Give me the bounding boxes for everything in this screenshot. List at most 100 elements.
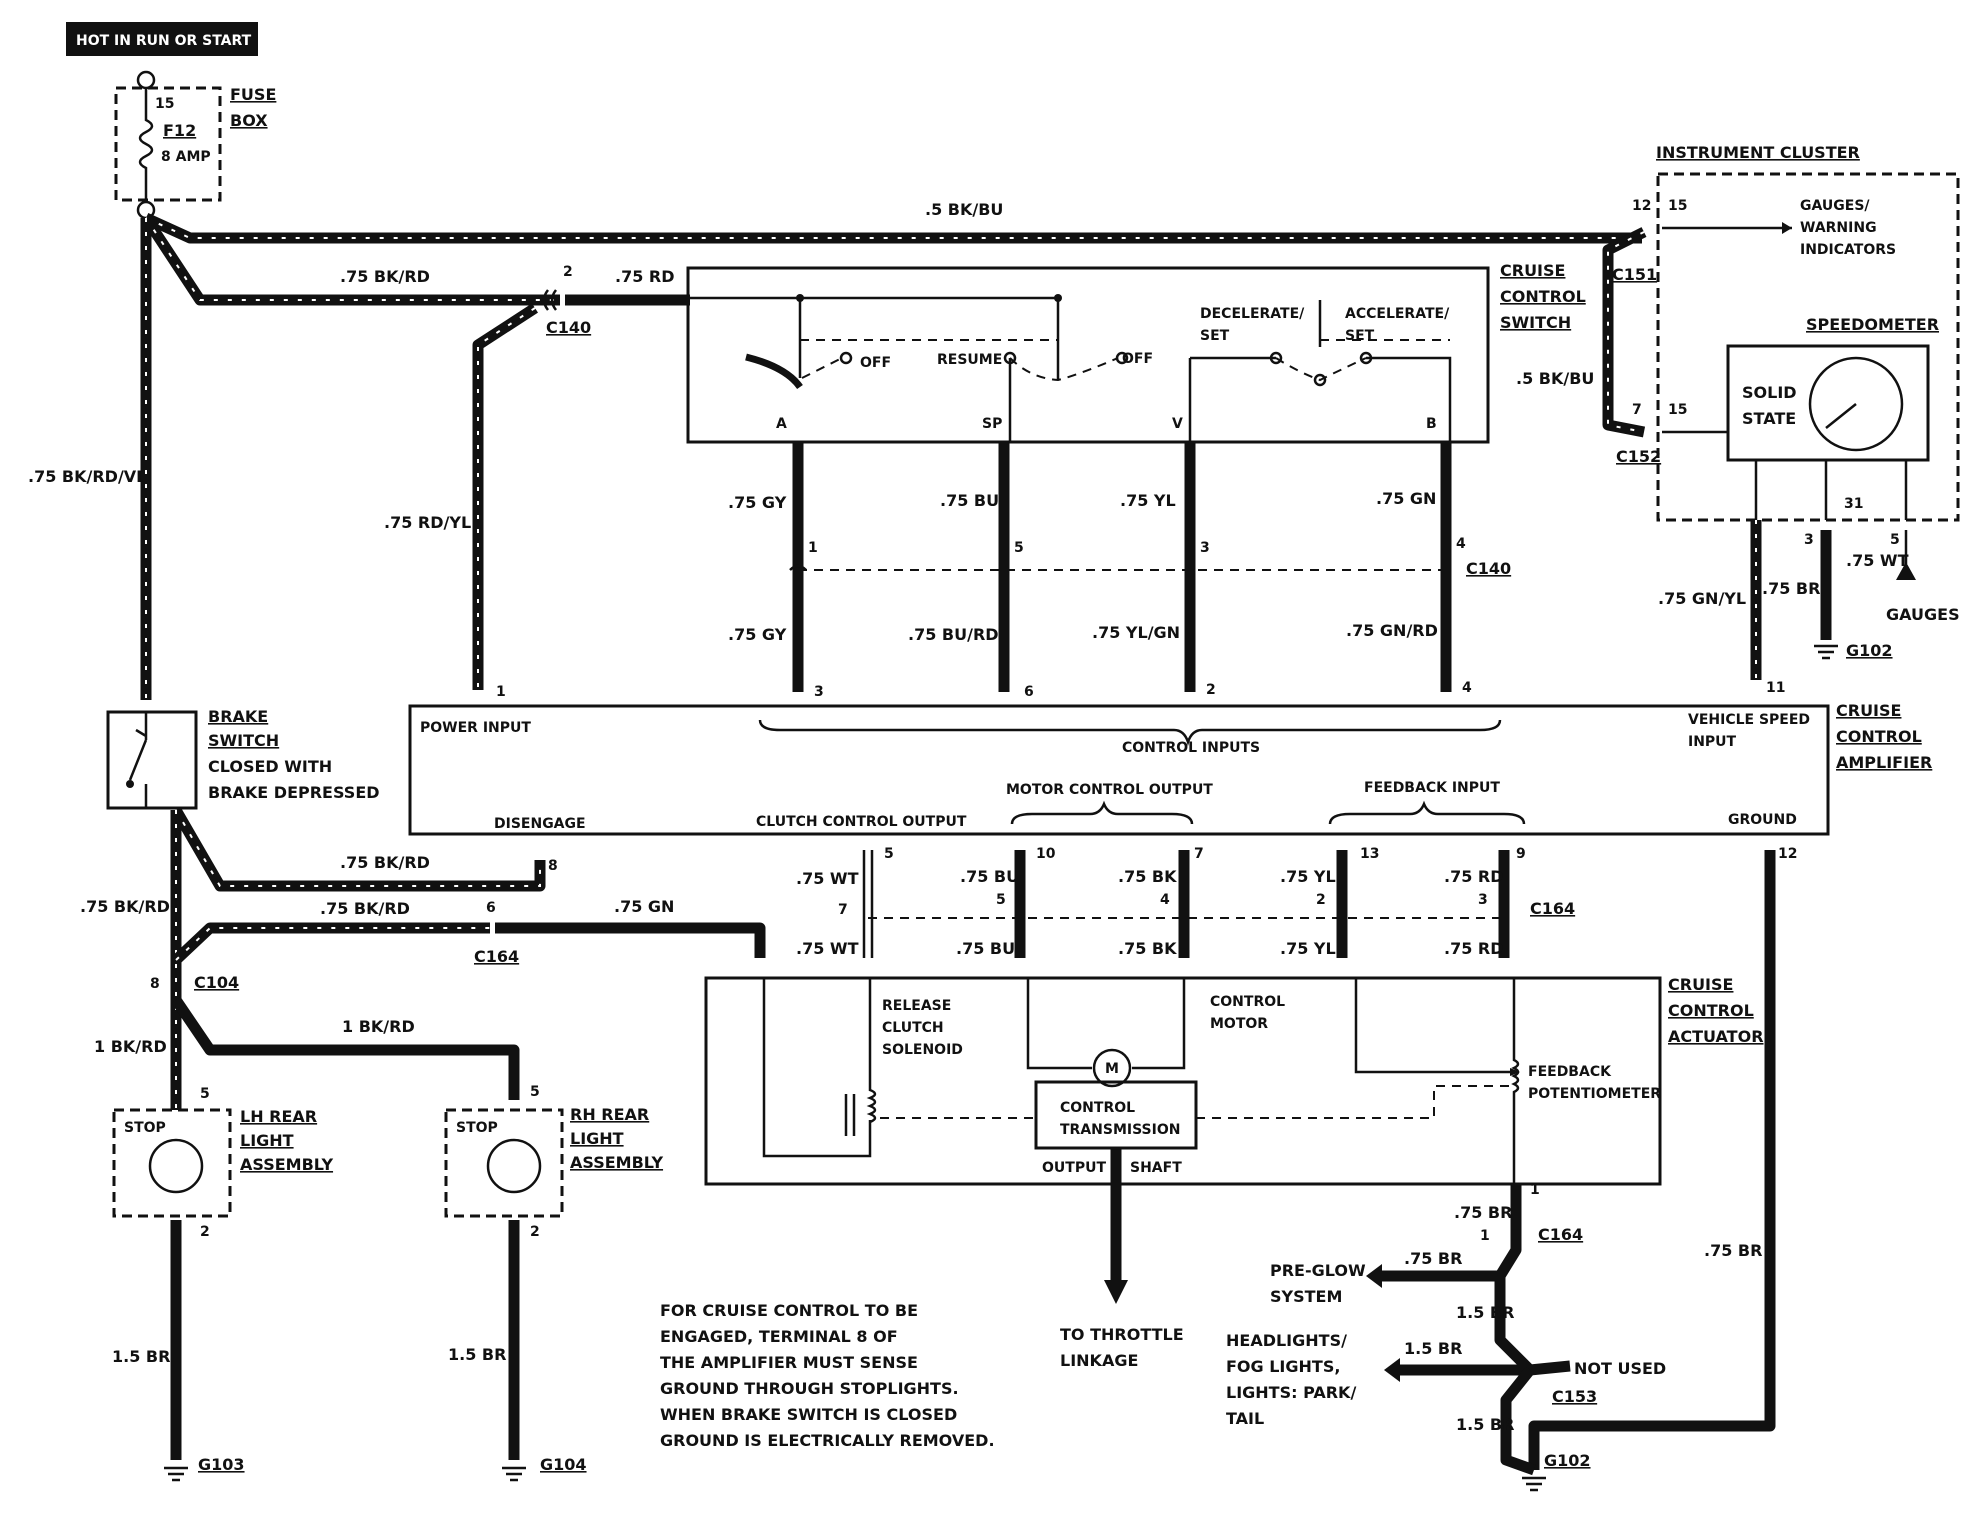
wire-label-bk-bu-top: .5 BK/BU xyxy=(925,200,1003,219)
fuse-box xyxy=(114,86,222,202)
wire-label-br-ground: .75 BR xyxy=(1704,1241,1762,1260)
connector-c140-a: C140 xyxy=(546,318,591,337)
brake-switch xyxy=(106,710,198,810)
amp-motor-output: MOTOR CONTROL OUTPUT xyxy=(1006,782,1213,798)
cluster-pin-7: 7 xyxy=(1632,402,1642,418)
wire-label-rd-b: .75 RD xyxy=(1444,939,1504,958)
headlights-label-2: FOG LIGHTS, xyxy=(1226,1357,1340,1376)
wire-label-br-rh: 1.5 BR xyxy=(448,1345,506,1364)
c140-pin-3: 3 xyxy=(1200,540,1210,556)
wire-label-gy-bottom: .75 GY xyxy=(728,625,787,644)
wire-label-gy-top: .75 GY xyxy=(728,493,787,512)
throttle-label-2: LINKAGE xyxy=(1060,1351,1138,1370)
fuse-symbol xyxy=(138,88,154,200)
preglow-arrow xyxy=(1366,1264,1382,1288)
actuator-fb-2: POTENTIOMETER xyxy=(1528,1086,1661,1102)
speedometer-title: SPEEDOMETER xyxy=(1806,315,1939,334)
preglow-label-1: PRE-GLOW xyxy=(1270,1261,1366,1280)
wire-label-bk-rd: .75 BK/RD xyxy=(340,267,430,286)
lh-rear-light-assembly xyxy=(112,1108,232,1218)
connector-c152: C152 xyxy=(1616,447,1661,466)
wire-label-1-bk-rd: 1 BK/RD xyxy=(342,1017,415,1036)
switch-pin-sp: SP xyxy=(982,416,1002,432)
fuse-rating: 8 AMP xyxy=(161,149,211,165)
rh-stop-bulb xyxy=(486,1138,542,1194)
lh-stop-label: STOP xyxy=(124,1120,166,1136)
c164-pin-6: 6 xyxy=(486,900,496,916)
amp-pin-2: 2 xyxy=(1206,682,1216,698)
amp-power-input: POWER INPUT xyxy=(420,720,531,736)
wire-br-preglow xyxy=(1382,1184,1522,1282)
wire-label-yl-top: .75 YL xyxy=(1120,491,1176,510)
amp-pin-13: 13 xyxy=(1360,846,1379,862)
brake-switch-l3: CLOSED WITH xyxy=(208,757,332,776)
wire-group-disengage xyxy=(170,807,766,1110)
ground-symbol-g103 xyxy=(164,1466,188,1482)
pin-c140-2: 2 xyxy=(563,264,573,280)
brake-switch-l1: BRAKE xyxy=(208,707,268,726)
c164-pin-4: 4 xyxy=(1160,892,1170,908)
note-line: THE AMPLIFIER MUST SENSE xyxy=(660,1353,918,1372)
note-line: WHEN BRAKE SWITCH IS CLOSED xyxy=(660,1405,957,1424)
wire-label-bk-rd-vi: .75 BK/RD/VI xyxy=(28,467,142,486)
switch-pin-b: B xyxy=(1426,416,1437,432)
amp-pin-9: 9 xyxy=(1516,846,1526,862)
amp-pin-3: 3 xyxy=(814,684,824,700)
cluster-pin-3: 3 xyxy=(1804,532,1814,548)
ground-symbol-g104 xyxy=(502,1466,526,1482)
wire-label-gn-top: .75 GN xyxy=(1376,489,1436,508)
c164-pin-5: 5 xyxy=(996,892,1006,908)
throttle-label-1: TO THROTTLE xyxy=(1060,1325,1184,1344)
actuator-shaft: SHAFT xyxy=(1130,1160,1182,1176)
wire-label-bk-rd-8: .75 BK/RD xyxy=(340,853,430,872)
wire-label-br-15b: 1.5 BR xyxy=(1404,1339,1462,1358)
amp-pin-10: 10 xyxy=(1036,846,1056,862)
amp-disengage: DISENGAGE xyxy=(494,816,586,832)
switch-accel-1: ACCELERATE/ xyxy=(1345,306,1450,322)
cluster-pin-31: 31 xyxy=(1844,496,1863,512)
wire-label-bk-b: .75 BK xyxy=(1118,939,1177,958)
c140-pin-5: 5 xyxy=(1014,540,1024,556)
power-terminal xyxy=(136,70,156,90)
lh-pin-2: 2 xyxy=(200,1224,210,1240)
wire-label-yl-b: .75 YL xyxy=(1280,939,1336,958)
cluster-gauges-3: INDICATORS xyxy=(1800,242,1896,258)
wire-label-br-15c: 1.5 BR xyxy=(1456,1415,1514,1434)
wire-br-15 xyxy=(1400,1276,1571,1376)
connector-c140-b: C140 xyxy=(1466,559,1511,578)
switch-title-2: CONTROL xyxy=(1500,287,1586,306)
ground-g104: G104 xyxy=(540,1455,587,1474)
wire-label-gn-rd: .75 GN/RD xyxy=(1346,621,1438,640)
speedometer-box xyxy=(1726,344,1930,462)
cluster-gauges-2: WARNING xyxy=(1800,220,1877,236)
amp-title-2: CONTROL xyxy=(1836,727,1922,746)
c164-pin-3: 3 xyxy=(1478,892,1488,908)
cruise-control-switch xyxy=(686,266,1490,444)
brake-switch-l2: SWITCH xyxy=(208,731,279,750)
wire-bk-rd-6 xyxy=(172,922,490,965)
wire-label-bk-bu-side: .5 BK/BU xyxy=(1516,369,1594,388)
rh-label-3: ASSEMBLY xyxy=(570,1153,663,1172)
feedback-input-brace xyxy=(1328,800,1526,825)
wire-label-rd: .75 RD xyxy=(615,267,675,286)
wire-label-br-preglow: .75 BR xyxy=(1404,1249,1462,1268)
wire-label-br-31: .75 BR xyxy=(1762,579,1820,598)
actuator-release-2: CLUTCH xyxy=(882,1020,944,1036)
amp-pin-1: 1 xyxy=(496,684,506,700)
wire-1-bk-rd xyxy=(171,996,520,1100)
switch-title-3: SWITCH xyxy=(1500,313,1571,332)
amp-ground: GROUND xyxy=(1728,812,1797,828)
wire-group-power xyxy=(140,212,1642,700)
headlights-label-4: TAIL xyxy=(1226,1409,1264,1428)
wire-label-gn-yl: .75 GN/YL xyxy=(1658,589,1746,608)
c164-pin-2: 2 xyxy=(1316,892,1326,908)
switch-pin-a: A xyxy=(776,416,787,432)
actuator-motor-2: MOTOR xyxy=(1210,1016,1268,1032)
rh-pin-2: 2 xyxy=(530,1224,540,1240)
wire-bk-rd-8 xyxy=(171,807,546,892)
amp-pin-4: 4 xyxy=(1462,680,1472,696)
c140-pin-1: 1 xyxy=(808,540,818,556)
actuator-motor-1: CONTROL xyxy=(1210,994,1285,1010)
rh-pin-5: 5 xyxy=(530,1084,540,1100)
amp-title-3: AMPLIFIER xyxy=(1836,753,1932,772)
